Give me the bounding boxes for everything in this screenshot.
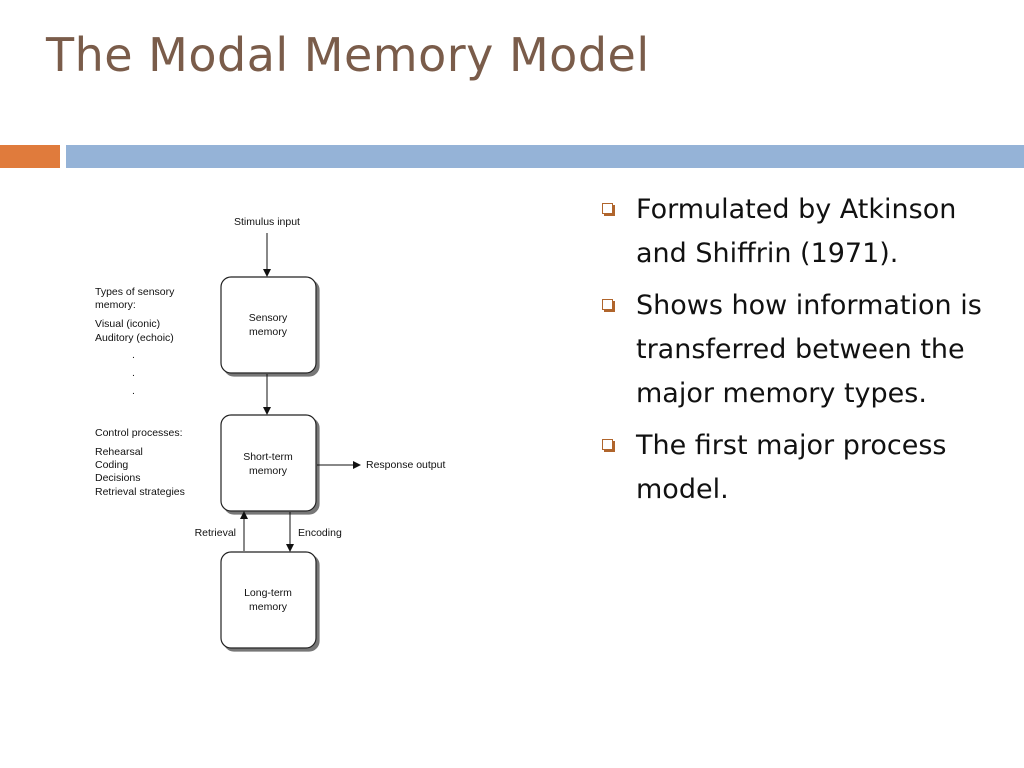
bullet-item: Formulated by Atkinson and Shiffrin (197… [600, 188, 1000, 276]
square-bullet-icon [602, 439, 613, 450]
long-term-memory-box [220, 551, 317, 649]
bullet-item: Shows how information is transferred bet… [600, 284, 1000, 416]
control-item-coding: Coding [95, 459, 128, 471]
ellipsis-dot-1: . [132, 349, 135, 361]
retrieval-label: Retrieval [195, 527, 236, 539]
sensory-memory-label-1: Sensory [249, 312, 288, 324]
slide-title: The Modal Memory Model [46, 28, 650, 82]
long-term-memory-label-1: Long-term [244, 587, 292, 599]
bullet-list: Formulated by Atkinson and Shiffrin (197… [600, 188, 1000, 520]
short-term-memory-box [220, 414, 317, 512]
bullet-text: Shows how information is transferred bet… [636, 290, 982, 409]
square-bullet-icon [602, 203, 613, 214]
sensory-type-auditory: Auditory (echoic) [95, 332, 174, 344]
control-processes-heading: Control processes: [95, 427, 183, 439]
control-item-retrieval-strategies: Retrieval strategies [95, 486, 185, 498]
short-term-memory-label-2: memory [249, 465, 288, 477]
ellipsis-dot-3: . [132, 385, 135, 397]
bullet-text: Formulated by Atkinson and Shiffrin (197… [636, 194, 957, 269]
response-output-label: Response output [366, 459, 445, 471]
control-item-decisions: Decisions [95, 472, 141, 484]
accent-bar-blue [66, 145, 1024, 168]
sensory-memory-box [220, 276, 317, 374]
bullet-text: The first major process model. [636, 430, 947, 505]
stimulus-input-label: Stimulus input [234, 216, 300, 228]
accent-bar-orange [0, 145, 60, 168]
encoding-label: Encoding [298, 527, 342, 539]
short-term-memory-label-1: Short-term [243, 451, 293, 463]
control-item-rehearsal: Rehearsal [95, 446, 143, 458]
sensory-memory-label-2: memory [249, 326, 288, 338]
long-term-memory-label-2: memory [249, 601, 288, 613]
modal-memory-diagram: Stimulus input Sensory memory Short-term… [80, 200, 480, 670]
sensory-types-heading-2: memory: [95, 299, 136, 311]
diagram-svg: Stimulus input Sensory memory Short-term… [95, 216, 445, 649]
ellipsis-dot-2: . [132, 367, 135, 379]
sensory-type-visual: Visual (iconic) [95, 318, 160, 330]
sensory-types-heading-1: Types of sensory [95, 286, 175, 298]
bullet-item: The first major process model. [600, 424, 1000, 512]
square-bullet-icon [602, 299, 613, 310]
